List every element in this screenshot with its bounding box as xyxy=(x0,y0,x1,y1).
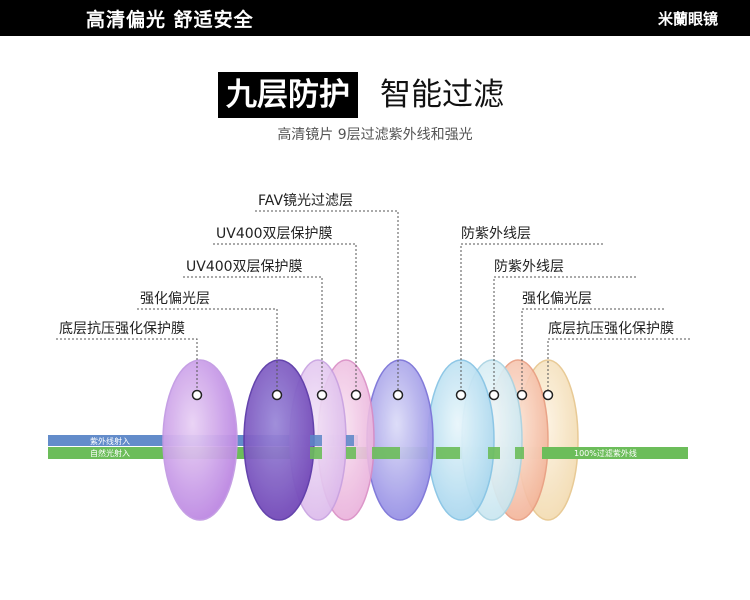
lens-blue xyxy=(366,359,434,521)
callout-left-5: 底层抗压强化保护膜 xyxy=(56,321,203,401)
filtered-beam xyxy=(542,447,688,459)
layer-label: 防紫外线层 xyxy=(461,226,531,242)
callout-left-2: UV400双层保护膜 xyxy=(213,226,362,401)
slogan-text: 高清偏光 舒适安全 xyxy=(86,9,254,31)
natural-beam-label: 自然光射入 xyxy=(90,448,130,458)
natural-beam-segment xyxy=(372,447,400,459)
hero-title-boxed: 九层防护 xyxy=(218,72,358,118)
callout-right-2: 防紫外线层 xyxy=(488,259,636,401)
hero-title-rest: 智能过滤 xyxy=(380,77,504,113)
natural-beam-segment xyxy=(515,447,524,459)
brand-name: 米蘭眼镜 xyxy=(657,10,718,28)
hero-subtitle: 高清镜片 9层过滤紫外线和强光 xyxy=(277,127,473,143)
natural-beam-segment xyxy=(488,447,500,459)
natural-beam-segment xyxy=(310,447,322,459)
layer-label: 强化偏光层 xyxy=(522,291,592,307)
callout-right-3: 强化偏光层 xyxy=(516,291,664,401)
callout-left-1: FAV镜光过滤层 xyxy=(255,193,404,401)
callout-left-4: 强化偏光层 xyxy=(137,291,283,401)
callout-right-4: 底层抗压强化保护膜 xyxy=(542,321,690,401)
layer-label: UV400双层保护膜 xyxy=(216,226,333,242)
layer-label: 底层抗压强化保护膜 xyxy=(59,321,185,337)
filtered-beam-label: 100%过滤紫外线 xyxy=(574,448,637,458)
uv-beam-label: 紫外线射入 xyxy=(90,436,130,446)
uv-beam-segment xyxy=(310,435,322,446)
layer-label: UV400双层保护膜 xyxy=(186,259,303,275)
lens-purple xyxy=(243,359,315,521)
hero-title: 九层防护 智能过滤 xyxy=(0,72,750,122)
layer-label: 底层抗压强化保护膜 xyxy=(548,321,674,337)
top-banner: 高清偏光 舒适安全 米蘭眼镜 xyxy=(0,0,750,36)
uv-beam-segment xyxy=(346,435,354,446)
lens-violet xyxy=(162,359,238,521)
layer-label: FAV镜光过滤层 xyxy=(258,193,353,209)
callout-right-1: 防紫外线层 xyxy=(455,226,603,401)
layer-label: 防紫外线层 xyxy=(494,259,564,275)
natural-beam-segment xyxy=(346,447,356,459)
natural-beam-segment xyxy=(436,447,460,459)
layer-label: 强化偏光层 xyxy=(140,291,210,307)
callout-left-3: UV400双层保护膜 xyxy=(183,259,328,401)
